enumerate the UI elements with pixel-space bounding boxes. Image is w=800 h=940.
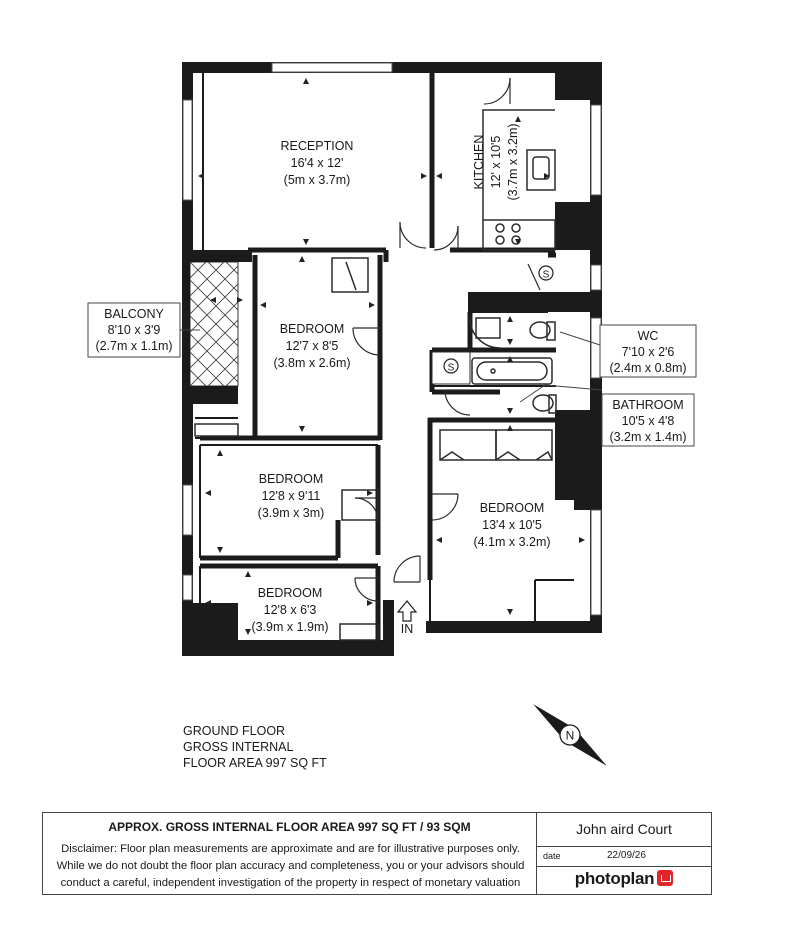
svg-text:BEDROOM: BEDROOM: [280, 322, 345, 336]
room-label-bathroom: BATHROOM 10'5 x 4'8 (3.2m x 1.4m): [601, 393, 695, 447]
svg-text:RECEPTION: RECEPTION: [281, 139, 354, 153]
room-label-balcony: BALCONY 8'10 x 3'9 (2.7m x 1.1m): [87, 302, 181, 358]
svg-text:(3.7m x 3.2m): (3.7m x 3.2m): [506, 123, 520, 200]
svg-text:N: N: [566, 729, 575, 743]
svg-text:(3.2m x 1.4m): (3.2m x 1.4m): [609, 430, 686, 444]
room-label-bedroom-4: BEDROOM 12'8 x 6'3 (3.9m x 1.9m): [251, 586, 328, 634]
svg-text:10'5 x 4'8: 10'5 x 4'8: [622, 414, 675, 428]
photoplan-logo-icon: [657, 870, 674, 886]
disclaimer-line: While we do not doubt the floor plan acc…: [56, 860, 525, 872]
doors: [352, 77, 511, 602]
svg-text:(3.8m x 2.6m): (3.8m x 2.6m): [273, 356, 350, 370]
svg-text:12' x 10'5: 12' x 10'5: [489, 136, 503, 189]
floor-area-line: GROSS INTERNAL: [183, 740, 294, 754]
svg-text:13'4 x 10'5: 13'4 x 10'5: [482, 518, 542, 532]
svg-text:(3.9m x 3m): (3.9m x 3m): [258, 506, 325, 520]
footer-headline: APPROX. GROSS INTERNAL FLOOR AREA 997 SQ…: [108, 820, 471, 834]
room-label-wc: WC 7'10 x 2'6 (2.4m x 0.8m): [599, 324, 697, 378]
entrance-label: IN: [401, 622, 414, 636]
date-row: date 22/09/26: [537, 847, 711, 867]
svg-text:8'10 x 3'9: 8'10 x 3'9: [108, 323, 161, 337]
svg-text:BEDROOM: BEDROOM: [258, 586, 323, 600]
callout-lines: [180, 329, 603, 403]
kitchen-units: [482, 109, 556, 251]
windows: [182, 62, 602, 616]
wardrobes: [194, 257, 553, 641]
svg-text:S: S: [543, 270, 550, 281]
footer-property-panel: John aird Court date 22/09/26 photoplan: [537, 813, 711, 894]
brand-name: photoplan: [574, 869, 655, 888]
date-label: date: [543, 851, 561, 861]
room-label-bedroom-1: BEDROOM 12'7 x 8'5 (3.8m x 2.6m): [273, 322, 350, 370]
svg-text:(2.7m x 1.1m): (2.7m x 1.1m): [95, 339, 172, 353]
svg-text:(3.9m x 1.9m): (3.9m x 1.9m): [251, 620, 328, 634]
footer-info-box: APPROX. GROSS INTERNAL FLOOR AREA 997 SQ…: [42, 812, 712, 895]
svg-text:(4.1m x 3.2m): (4.1m x 3.2m): [473, 535, 550, 549]
svg-text:12'7 x 8'5: 12'7 x 8'5: [286, 339, 339, 353]
balcony-rail: [182, 262, 190, 386]
storage-symbol-2: S: [527, 263, 554, 291]
footer-disclaimer-panel: APPROX. GROSS INTERNAL FLOOR AREA 997 SQ…: [43, 813, 537, 894]
svg-text:7'10 x 2'6: 7'10 x 2'6: [622, 345, 675, 359]
svg-text:(5m x 3.7m): (5m x 3.7m): [284, 173, 351, 187]
disclaimer-line: conduct a careful, independent investiga…: [60, 877, 521, 889]
svg-text:12'8 x 9'11: 12'8 x 9'11: [262, 489, 321, 503]
bathroom-fittings: [469, 317, 557, 414]
room-label-reception: RECEPTION 16'4 x 12' (5m x 3.7m): [281, 139, 354, 187]
property-address: John aird Court: [537, 813, 711, 847]
north-compass-icon: N: [533, 704, 607, 766]
room-label-kitchen: KITCHEN 12' x 10'5 (3.7m x 3.2m): [472, 123, 520, 200]
entrance-arrow: [396, 600, 418, 622]
floor-area-summary: GROUND FLOOR GROSS INTERNAL FLOOR AREA 9…: [183, 723, 327, 771]
svg-text:BEDROOM: BEDROOM: [480, 501, 545, 515]
svg-text:S: S: [448, 363, 455, 374]
dimension-markers: [198, 78, 585, 635]
svg-text:BALCONY: BALCONY: [104, 307, 164, 321]
svg-text:(2.4m x 0.8m): (2.4m x 0.8m): [609, 361, 686, 375]
svg-text:BATHROOM: BATHROOM: [612, 398, 683, 412]
svg-text:BEDROOM: BEDROOM: [259, 472, 324, 486]
balcony-area: [189, 261, 239, 387]
svg-text:12'8 x 6'3: 12'8 x 6'3: [264, 603, 317, 617]
svg-text:KITCHEN: KITCHEN: [472, 135, 486, 190]
floor-area-line: GROUND FLOOR: [183, 724, 286, 738]
room-label-bedroom-3: BEDROOM 13'4 x 10'5 (4.1m x 3.2m): [473, 501, 550, 549]
floor-area-line: FLOOR AREA 997 SQ FT: [183, 756, 327, 770]
storage-symbol-1: S: [431, 351, 471, 385]
disclaimer-line: Disclaimer: Floor plan measurements are …: [61, 843, 520, 855]
date-value: 22/09/26: [607, 850, 646, 861]
thin-walls: [195, 73, 574, 621]
brand-logo: photoplan: [537, 869, 711, 893]
room-label-bedroom-2: BEDROOM 12'8 x 9'11 (3.9m x 3m): [258, 472, 325, 520]
svg-text:16'4 x 12': 16'4 x 12': [291, 156, 344, 170]
svg-text:WC: WC: [638, 329, 659, 343]
disclaimer-text: Disclaimer: Floor plan measurements are …: [47, 841, 534, 892]
